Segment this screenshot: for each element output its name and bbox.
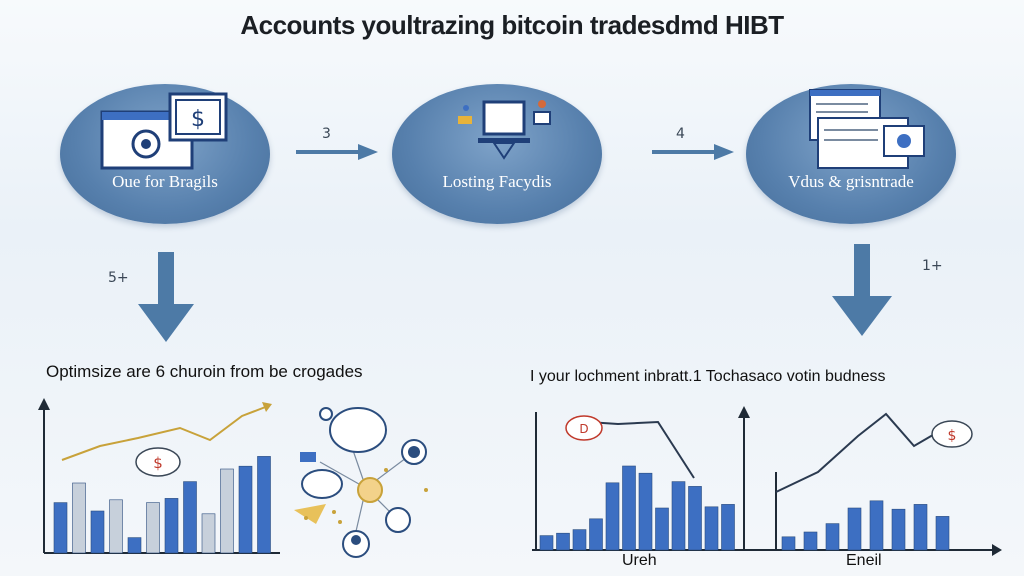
right-section-heading: I your lochment inbratt.1 Tochasaco voti…	[530, 368, 886, 385]
x-axis-label-1: Ureh	[622, 552, 657, 569]
bar	[146, 502, 160, 554]
bar	[671, 481, 686, 551]
step-node-2: Losting Facydis	[392, 84, 602, 224]
step-label-3: Vdus & grisntrade	[788, 172, 914, 191]
d-label: D	[579, 422, 588, 436]
trend-line-right	[775, 412, 939, 493]
network-icons-cluster	[294, 407, 428, 558]
bar	[891, 508, 906, 551]
bar	[164, 498, 179, 554]
bar	[589, 518, 603, 551]
side-mark-left: 5+	[108, 270, 129, 286]
dollar-bubble-icon	[931, 420, 973, 448]
bar	[109, 499, 123, 554]
bar	[622, 465, 636, 551]
left-bar-chart: $	[38, 398, 280, 554]
left-section-heading: Optimsize are 6 churoin from be crogades	[46, 362, 363, 381]
documents-icon	[809, 89, 925, 169]
bar	[72, 482, 86, 554]
chat-bubble-icon	[301, 469, 343, 499]
x-axis-arrow	[992, 544, 1002, 556]
bar	[605, 482, 620, 551]
y-axis-arrow	[38, 398, 50, 410]
bar	[90, 510, 105, 554]
step-label-1: Oue for Bragils	[112, 172, 218, 191]
step-number-3: 3	[322, 126, 331, 142]
dollar-sign: $	[191, 107, 205, 132]
bar	[935, 516, 950, 551]
bar	[655, 507, 669, 551]
step-number-4: 4	[676, 126, 685, 142]
bar	[238, 465, 253, 554]
bar	[572, 529, 587, 551]
bar	[556, 532, 570, 551]
bar	[257, 456, 271, 554]
laptop-dollar-icon: $	[100, 92, 228, 170]
desk-computer-icon	[458, 100, 551, 160]
step-node-3: Vdus & grisntrade	[746, 84, 956, 224]
x-axis-label-2: Eneil	[846, 552, 882, 569]
bar	[127, 537, 142, 554]
bar	[220, 468, 234, 554]
trend-line	[61, 405, 269, 461]
dollar-sign: $	[948, 428, 957, 444]
bar	[913, 504, 928, 551]
bar	[688, 486, 702, 551]
arrow-down-icon	[832, 244, 892, 336]
step-node-1: $ Oue for Bragils	[60, 84, 270, 224]
y-axis-arrow	[738, 406, 750, 418]
bar	[721, 504, 735, 551]
dollar-bubble-icon	[135, 447, 181, 477]
dollar-sign: $	[153, 454, 163, 472]
side-mark-right: 1+	[922, 258, 943, 274]
step-label-2: Losting Facydis	[442, 172, 552, 191]
trend-line-left	[587, 420, 695, 479]
bar	[847, 507, 862, 551]
bar	[825, 523, 840, 551]
d-bubble-icon	[565, 415, 603, 441]
hub-icon	[357, 477, 383, 503]
trend-arrow	[262, 402, 272, 412]
arrow-right-icon	[296, 144, 378, 160]
speech-bubble-icon	[329, 407, 387, 453]
bar	[781, 536, 796, 551]
bar	[201, 513, 216, 554]
bar	[53, 502, 68, 554]
arrow-right-icon	[652, 144, 734, 160]
arrow-down-icon	[138, 252, 194, 342]
diagram-title: Accounts youltrazing bitcoin tradesdmd H…	[240, 10, 784, 40]
clock-icon	[385, 507, 411, 533]
right-bar-chart: D $	[532, 406, 1002, 556]
bar	[803, 531, 818, 551]
bar	[704, 506, 719, 551]
bar	[183, 481, 197, 554]
bar	[638, 472, 653, 551]
bar	[869, 500, 884, 551]
bar	[539, 535, 554, 551]
